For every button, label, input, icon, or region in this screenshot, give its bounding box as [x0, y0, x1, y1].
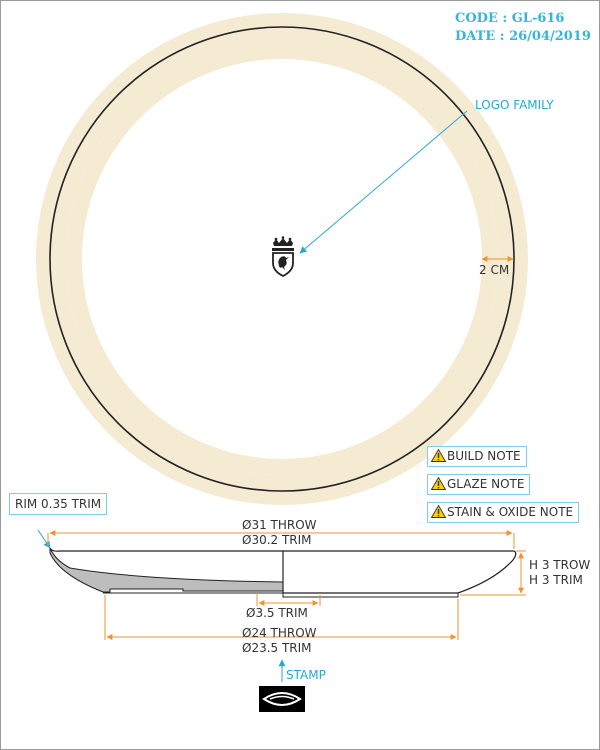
stamp-label: STAMP: [286, 668, 326, 682]
height-dimension: [460, 550, 526, 596]
inner-trim-label: Ø3.5 TRIM: [246, 606, 308, 620]
foot-diameter-dimension: [104, 595, 459, 640]
outer-diameter-dimension: [47, 530, 515, 549]
build-note-label: BUILD NOTE: [447, 449, 521, 463]
code-date-block: CODE : GL-616 DATE : 26/04/2019: [455, 10, 591, 46]
glaze-note-label: GLAZE NOTE: [447, 477, 525, 491]
glaze-note-box[interactable]: GLAZE NOTE: [427, 474, 531, 495]
build-note-box[interactable]: BUILD NOTE: [427, 446, 527, 467]
product-code: CODE : GL-616: [455, 11, 565, 26]
foot-throw-label: Ø24 THROW: [242, 626, 317, 640]
plate-side-profile: [49, 547, 517, 598]
height-trim-label: H 3 TRIM: [529, 573, 583, 587]
logo-family-label: LOGO FAMILY: [475, 98, 554, 112]
crest-logo-icon: [272, 236, 294, 278]
outer-throw-label: Ø31 THROW: [242, 518, 317, 532]
inner-diameter-dimension: [256, 593, 321, 606]
warning-icon: [431, 505, 446, 518]
rim-width-label: 2 CM: [479, 263, 510, 277]
stain-oxide-note-box[interactable]: STAIN & OXIDE NOTE: [427, 502, 580, 523]
stamp-logo-icon: [259, 686, 305, 712]
outer-trim-label: Ø30.2 TRIM: [242, 533, 312, 547]
drawing-date: DATE : 26/04/2019: [455, 29, 591, 44]
profile-outline-top: [49, 547, 517, 594]
logo-family-leader: [299, 110, 468, 254]
stain-oxide-note-label: STAIN & OXIDE NOTE: [447, 505, 574, 519]
profile-section-fill: [49, 547, 284, 593]
foot-trim-label: Ø23.5 TRIM: [242, 641, 312, 655]
warning-icon: [431, 477, 446, 490]
height-throw-label: H 3 TROW: [529, 558, 591, 572]
warning-icon: [431, 449, 446, 462]
rim-trim-note: RIM 0.35 TRIM: [9, 493, 108, 515]
